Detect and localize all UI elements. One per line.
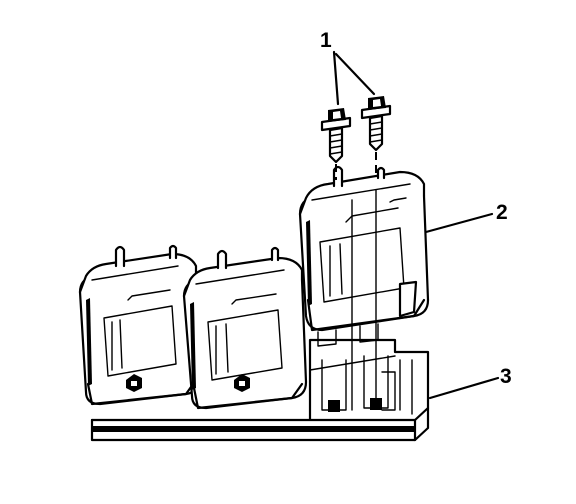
bolt-right xyxy=(360,96,392,152)
coil-right xyxy=(298,165,430,347)
callout-1: 1 xyxy=(320,29,332,52)
coil-bracket xyxy=(90,338,430,442)
bracket-sockets xyxy=(309,355,396,412)
coil-left xyxy=(78,244,202,406)
bolt-left xyxy=(320,108,352,164)
leader-lines xyxy=(332,50,500,400)
coil-middle xyxy=(182,246,308,410)
alignment-lines xyxy=(335,152,377,411)
callout-3: 3 xyxy=(500,365,512,388)
callout-2: 2 xyxy=(496,201,508,224)
